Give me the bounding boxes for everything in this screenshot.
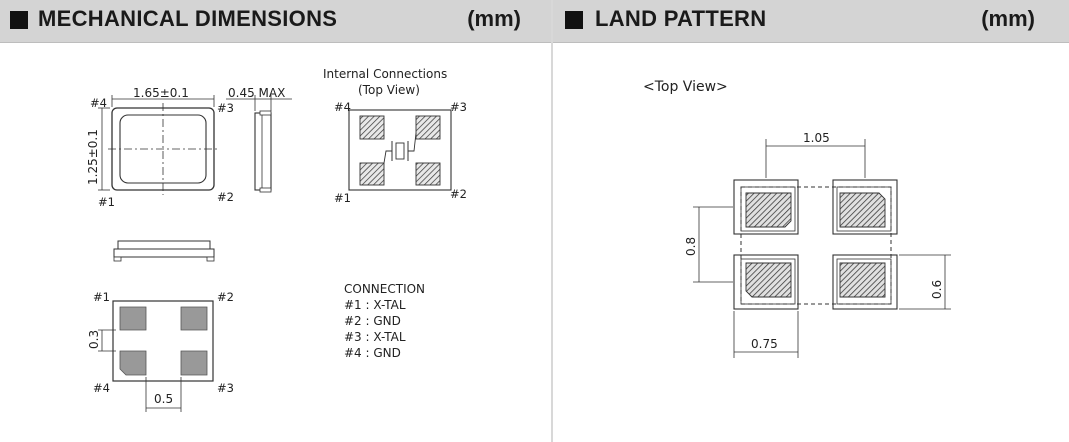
pad-width-dimension-label: 0.75: [751, 337, 778, 351]
land-pattern-panel: LAND PATTERN (mm) <Top View>: [553, 0, 1069, 442]
header-square-icon: [10, 11, 28, 29]
pad-height-dimension-label: 0.3: [87, 330, 101, 349]
side-view-package: [226, 95, 292, 193]
bottom-view-pin3-label: #3: [217, 381, 234, 395]
internal-connections-subtitle: (Top View): [358, 83, 420, 97]
pad-height-dimension-label: 0.6: [930, 280, 944, 299]
top-view-package: [98, 95, 218, 195]
mechanical-dimensions-title: MECHANICAL DIMENSIONS: [38, 6, 338, 31]
internal-pin3-label: #3: [450, 100, 467, 114]
pitch-y-dimension-label: 0.8: [684, 237, 698, 256]
height-dimension-label: 1.25±0.1: [86, 129, 100, 185]
top-view-label: <Top View>: [643, 79, 728, 95]
panel-divider: [551, 0, 553, 442]
connection-line-4: #4 : GND: [344, 346, 401, 360]
bottom-view-pin1-label: #1: [93, 290, 110, 304]
top-view-pin2-label: #2: [217, 190, 234, 204]
internal-pin2-label: #2: [450, 187, 467, 201]
connection-notes: CONNECTION #1 : X-TAL #2 : GND #3 : X-TA…: [344, 282, 425, 360]
land-pattern-dimensions: [693, 139, 951, 358]
header-square-icon: [565, 11, 583, 29]
land-pattern-drawing: <Top View>: [643, 79, 951, 358]
land-pattern-unit: (mm): [981, 6, 1035, 31]
top-view-pin4-label: #4: [90, 96, 107, 110]
internal-pin1-label: #1: [334, 191, 351, 205]
bottom-view-package: [98, 300, 214, 412]
connection-line-2: #2 : GND: [344, 314, 401, 328]
connection-heading: CONNECTION: [344, 282, 425, 296]
pad-gap-dimension-label: 0.5: [154, 392, 173, 406]
width-dimension-label: 1.65±0.1: [133, 86, 189, 100]
front-view-package: [113, 240, 215, 262]
mechanical-dimensions-header: MECHANICAL DIMENSIONS (mm): [0, 0, 551, 43]
top-view-pin3-label: #3: [217, 101, 234, 115]
mechanical-dimensions-panel: MECHANICAL DIMENSIONS (mm): [0, 0, 551, 442]
land-pattern-drawing-area: <Top View>: [553, 43, 1069, 442]
land-pattern-pads: [733, 179, 898, 310]
top-view-pin1-label: #1: [98, 195, 115, 209]
land-pattern-title: LAND PATTERN: [595, 6, 767, 31]
land-pattern-header: LAND PATTERN (mm): [553, 0, 1069, 43]
connection-line-3: #3 : X-TAL: [344, 330, 406, 344]
internal-connections-diagram: [348, 109, 452, 191]
mechanical-dimensions-drawing-area: 1.65±0.1 1.25±0.1 #4 #3 #1 #2 0.45 MAX I…: [0, 43, 551, 442]
bottom-view-pin4-label: #4: [93, 381, 110, 395]
connection-line-1: #1 : X-TAL: [344, 298, 406, 312]
internal-pin4-label: #4: [334, 100, 351, 114]
mechanical-drawing: 1.65±0.1 1.25±0.1 #4 #3 #1 #2 0.45 MAX I…: [86, 67, 467, 412]
thickness-dimension-label: 0.45 MAX: [228, 86, 285, 100]
mechanical-dimensions-unit: (mm): [467, 6, 521, 31]
pitch-x-dimension-label: 1.05: [803, 131, 830, 145]
internal-connections-title: Internal Connections: [323, 67, 447, 81]
bottom-view-pin2-label: #2: [217, 290, 234, 304]
